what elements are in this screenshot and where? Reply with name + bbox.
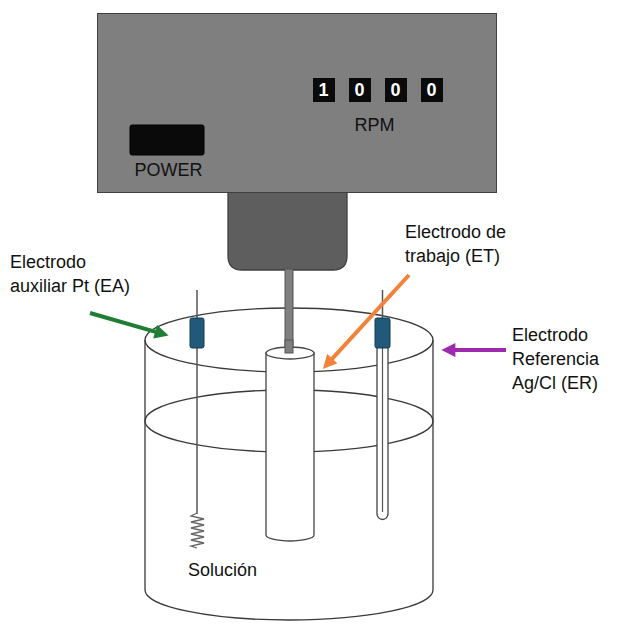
callout-label: Electrodo de trabajo (ET) [405, 220, 517, 268]
auxiliary-cap [190, 318, 204, 348]
callout-label: Electrodo Referencia Ag/Cl (ER) [512, 323, 612, 395]
rpm-digit: 1 [313, 78, 335, 102]
reference-tube [377, 346, 388, 520]
motor-neck [228, 192, 347, 270]
power-label: POWER [135, 158, 203, 182]
callout-label-holder: Electrodo auxiliar Pt (EA) [10, 250, 138, 298]
working-electrode [266, 353, 314, 541]
platinum-coil [191, 513, 204, 548]
beaker-wall [145, 340, 433, 620]
reference-cap [375, 318, 390, 348]
reference-inner-wire [382, 346, 383, 512]
beaker-outline [144, 308, 434, 622]
rpm-unit-label: RPM [355, 113, 395, 137]
callout-arrow [331, 275, 409, 360]
solution-label: Solución [188, 558, 257, 582]
rpm-digit: 0 [421, 78, 443, 102]
rotator-housing: 1000RPMPOWER [97, 13, 497, 193]
rpm-digit: 0 [349, 78, 371, 102]
callout-label-holder: Electrodo de trabajo (ET) [405, 220, 517, 268]
rpm-digit-value: 0 [385, 78, 407, 102]
callout-arrow [454, 348, 506, 352]
callout-label-holder: Electrodo Referencia Ag/Cl (ER) [512, 323, 612, 395]
rpm-digit: 0 [385, 78, 407, 102]
rpm-digit-value: 0 [421, 78, 443, 102]
beaker-vessel: Solución [144, 308, 434, 622]
power-button [129, 124, 205, 156]
rpm-digit-value: 0 [349, 78, 371, 102]
shaft-end [285, 340, 293, 353]
rotating-shaft [285, 269, 293, 355]
rpm-digit-value: 1 [313, 78, 335, 102]
callout-arrow [90, 313, 157, 332]
callout-label: Electrodo auxiliar Pt (EA) [10, 250, 138, 298]
